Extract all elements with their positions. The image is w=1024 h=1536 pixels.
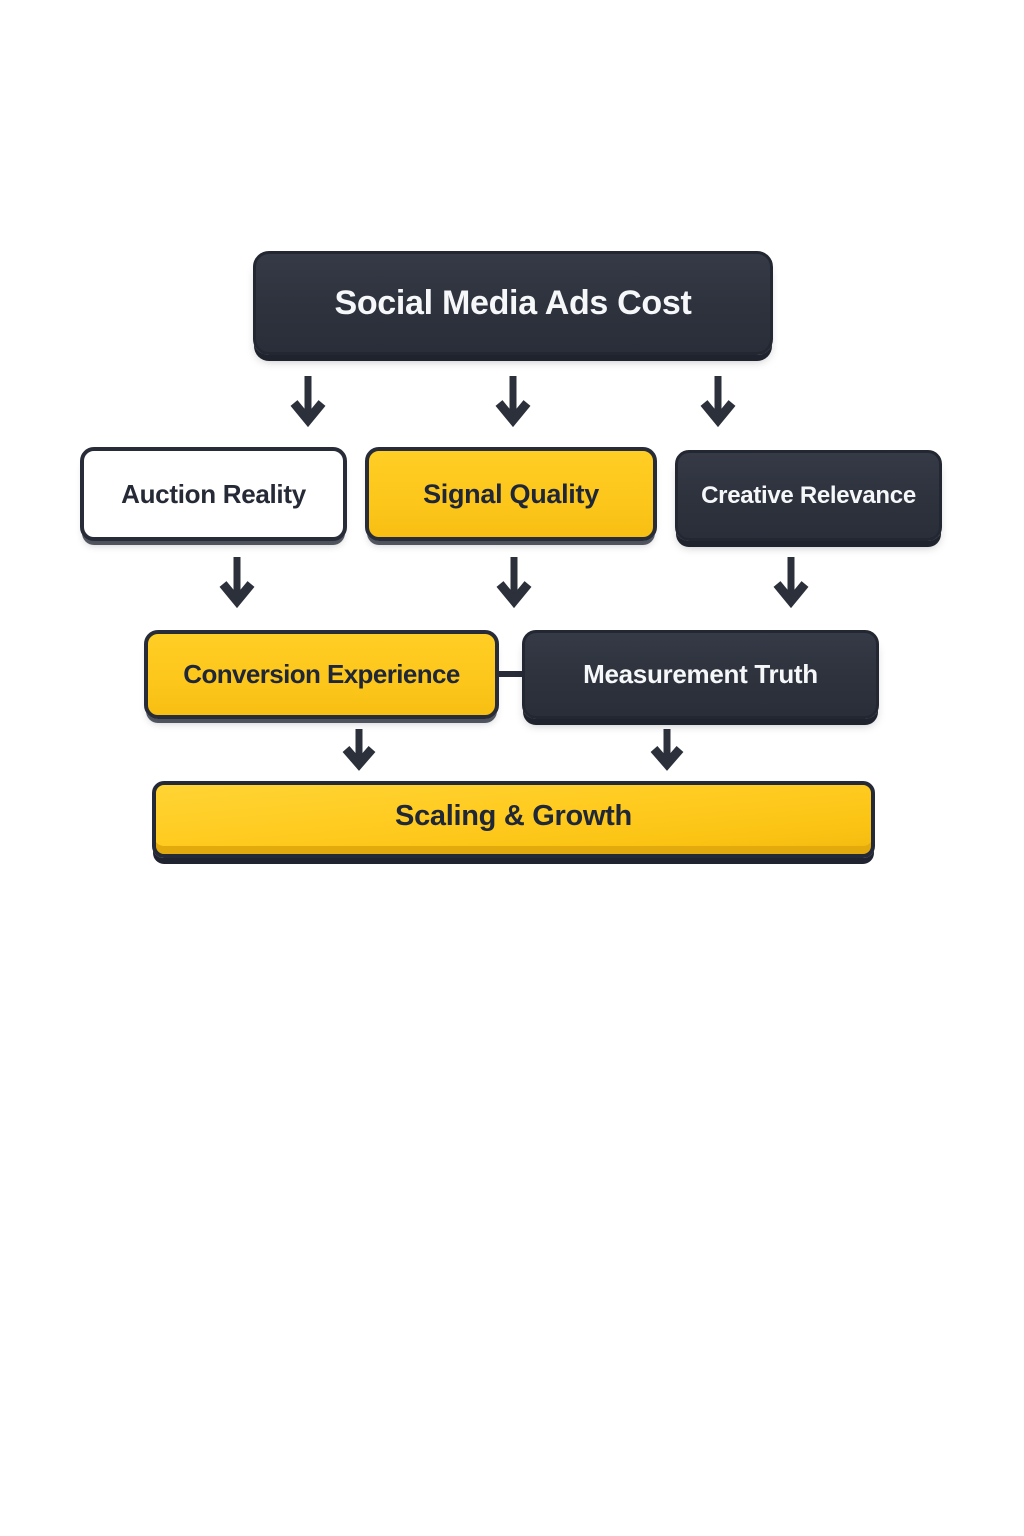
node-creative-relevance: Creative Relevance [675, 450, 942, 541]
node-measurement-truth: Measurement Truth [522, 630, 879, 719]
arrow-signal-quality-to-conversion-experience [496, 555, 532, 614]
node-label: Social Media Ads Cost [334, 283, 692, 322]
node-label: Conversion Experience [183, 659, 460, 689]
arrow-creative-relevance-to-measurement-truth [773, 555, 809, 614]
node-social-media-ads-cost: Social Media Ads Cost [253, 251, 773, 355]
down-arrow-icon [290, 376, 326, 428]
down-arrow-icon [700, 376, 736, 428]
node-label: Creative Relevance [701, 481, 916, 509]
link-conversion-to-measurement [497, 671, 524, 677]
node-label: Signal Quality [423, 478, 599, 509]
arrow-root-to-creative-relevance [700, 374, 736, 433]
node-scaling-growth: Scaling & Growth [152, 781, 875, 858]
down-arrow-icon [342, 729, 376, 771]
arrow-auction-reality-to-conversion-experience [219, 555, 255, 614]
arrow-root-to-signal-quality [495, 374, 531, 433]
node-auction-reality: Auction Reality [80, 447, 347, 541]
node-label: Measurement Truth [583, 659, 818, 689]
arrow-conversion-experience-to-scaling-growth [342, 727, 376, 775]
down-arrow-icon [650, 729, 684, 771]
arrow-measurement-truth-to-scaling-growth [650, 727, 684, 775]
arrow-root-to-auction-reality [290, 374, 326, 433]
node-signal-quality: Signal Quality [365, 447, 657, 541]
down-arrow-icon [773, 557, 809, 609]
down-arrow-icon [495, 376, 531, 428]
down-arrow-icon [219, 557, 255, 609]
node-label: Scaling & Growth [395, 800, 632, 832]
node-conversion-experience: Conversion Experience [144, 630, 499, 719]
node-label: Auction Reality [121, 478, 306, 509]
down-arrow-icon [496, 557, 532, 609]
